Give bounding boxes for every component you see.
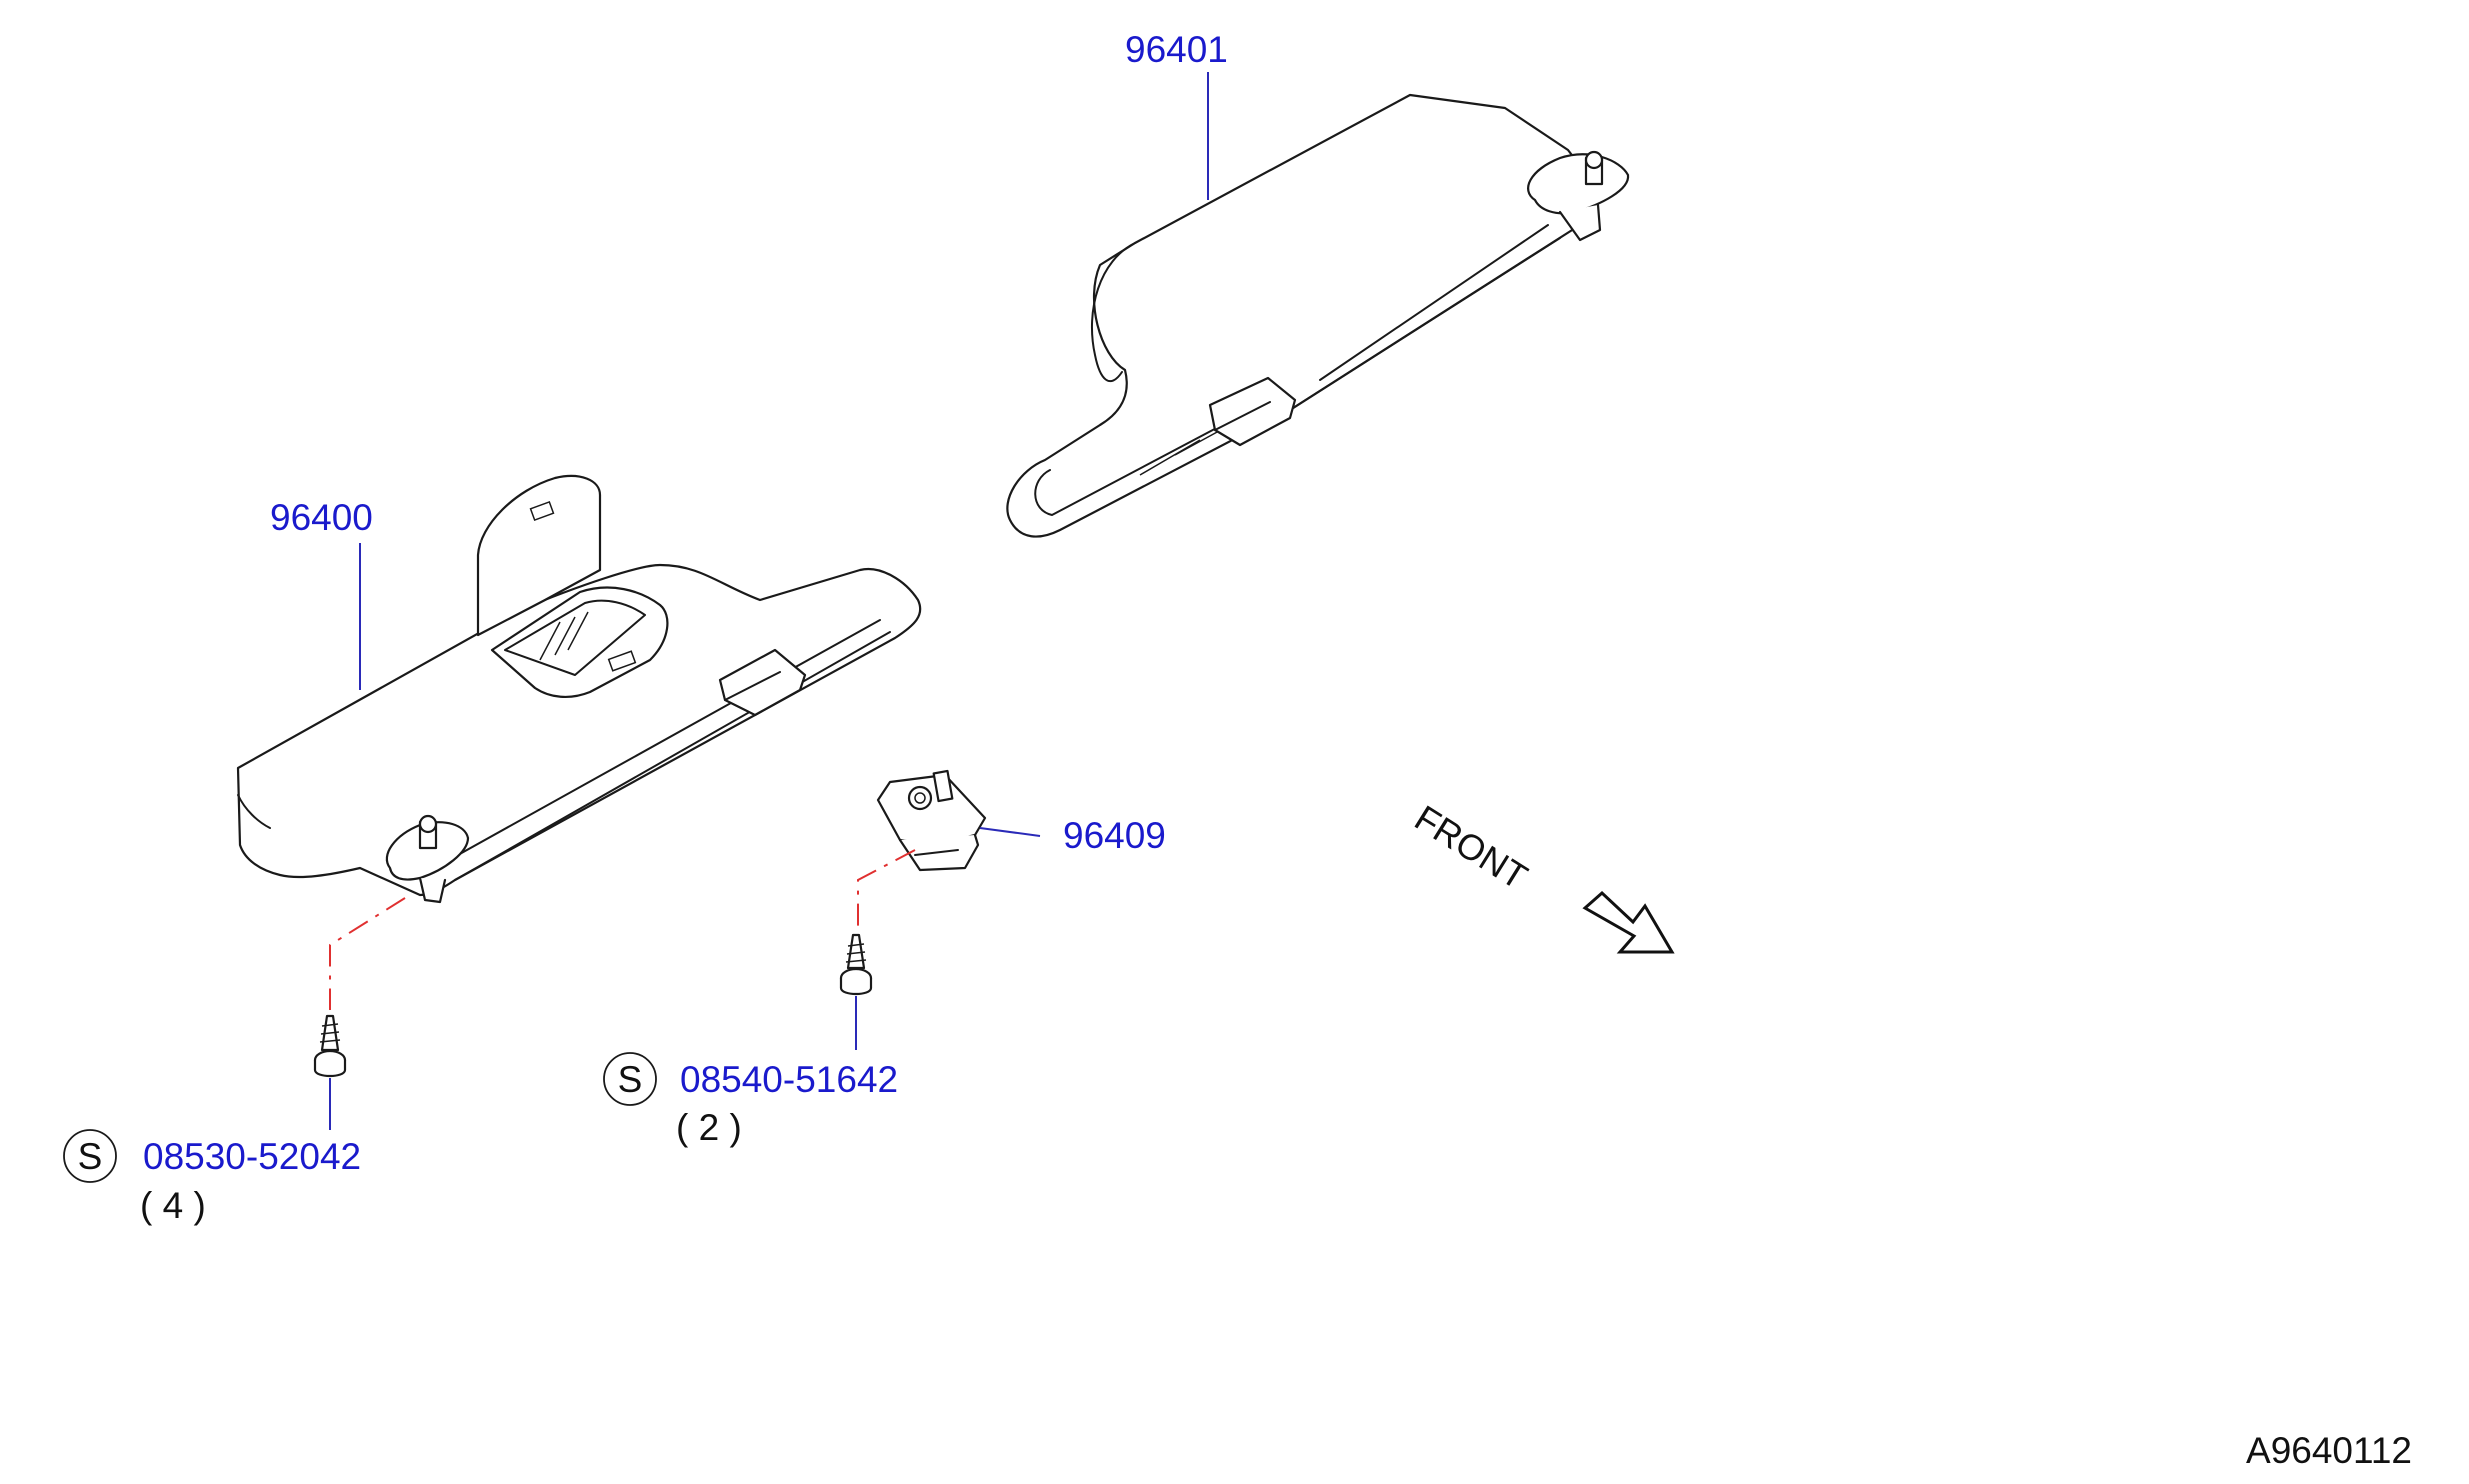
screw-08530-52042	[313, 1014, 347, 1078]
standard-part-letter-b: S	[618, 1059, 643, 1100]
visor-holder-96409	[876, 769, 987, 872]
qty-label-a: ( 4 )	[140, 1185, 206, 1226]
install-line-a	[329, 897, 406, 1010]
install-line-b	[857, 849, 916, 930]
sun-visor-96400	[236, 474, 922, 904]
qty-label-b: ( 2 )	[676, 1107, 742, 1148]
front-label: FRONT	[1408, 797, 1535, 897]
standard-part-marker-a	[63, 1129, 117, 1183]
part-label-08540-51642: 08540-51642	[680, 1059, 898, 1100]
front-arrow-icon	[1582, 890, 1675, 954]
diagram-reference-code: A9640112	[2246, 1430, 2412, 1471]
screw-08540-51642	[839, 933, 873, 996]
leader-96409	[979, 827, 1041, 837]
part-label-96409: 96409	[1063, 815, 1166, 856]
part-label-96400: 96400	[270, 497, 373, 538]
part-label-08530-52042: 08530-52042	[143, 1136, 361, 1177]
standard-part-marker-b	[603, 1052, 657, 1106]
part-label-96401: 96401	[1125, 29, 1228, 70]
standard-part-letter-a: S	[78, 1136, 103, 1177]
sun-visor-96401	[1006, 93, 1630, 538]
